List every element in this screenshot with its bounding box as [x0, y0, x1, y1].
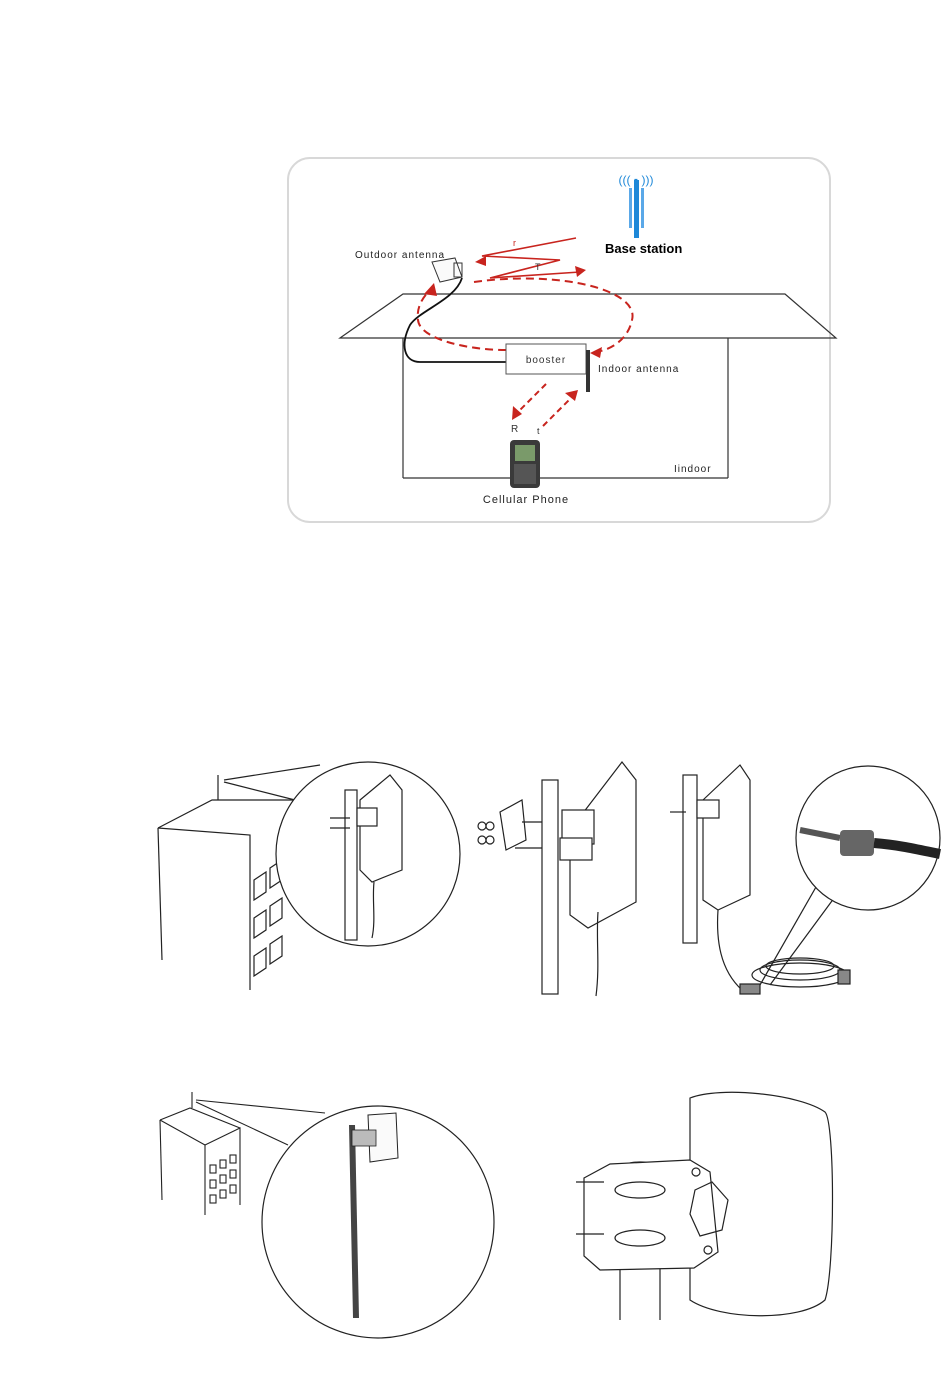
building-zoom-circle: [276, 762, 460, 946]
signal-booster-diagram: ((( ▪ ))) Base station Outdoor antenna r…: [0, 0, 950, 560]
pole-bracket-detail: [576, 1092, 833, 1320]
base-station-signal-arrows: [475, 238, 586, 278]
cable-connection: [670, 765, 850, 994]
outdoor-antenna-icon: [432, 258, 462, 282]
outdoor-antenna-label: Outdoor antenna: [355, 250, 445, 261]
bracket-assembly: [478, 762, 636, 996]
booster-label: booster: [526, 355, 566, 366]
indoor-antenna-label: Indoor antenna: [598, 364, 679, 375]
phone-signal-label-r: R: [511, 424, 518, 435]
signal-label-t: T: [535, 262, 541, 272]
cellular-phone-icon: [510, 440, 540, 488]
indoor-antenna-icon: [586, 350, 590, 392]
cellular-phone-label: Cellular Phone: [483, 494, 569, 506]
pole-antenna-zoom: [352, 1113, 398, 1318]
pole-zoom-circle: [262, 1106, 494, 1338]
phone-signal-label-t: t: [537, 426, 540, 436]
connector-zoom-circle: [796, 766, 940, 910]
diagram-frame: [288, 158, 830, 522]
base-station-label: Base station: [605, 241, 682, 256]
panel-antenna-zoom: [330, 775, 402, 940]
indoor-label: Iindoor: [674, 464, 712, 475]
base-station-tower-icon: ((( ▪ ))): [619, 173, 654, 238]
connector-detail: [800, 830, 940, 856]
building-illustration: [158, 765, 320, 990]
signal-label-r: r: [513, 238, 516, 248]
phone-signal-arrows: [516, 384, 573, 426]
signal-path-dashed: [418, 278, 633, 352]
small-building-illustration: [160, 1092, 325, 1215]
svg-text:((( ▪ ))): ((( ▪ ))): [619, 173, 654, 187]
